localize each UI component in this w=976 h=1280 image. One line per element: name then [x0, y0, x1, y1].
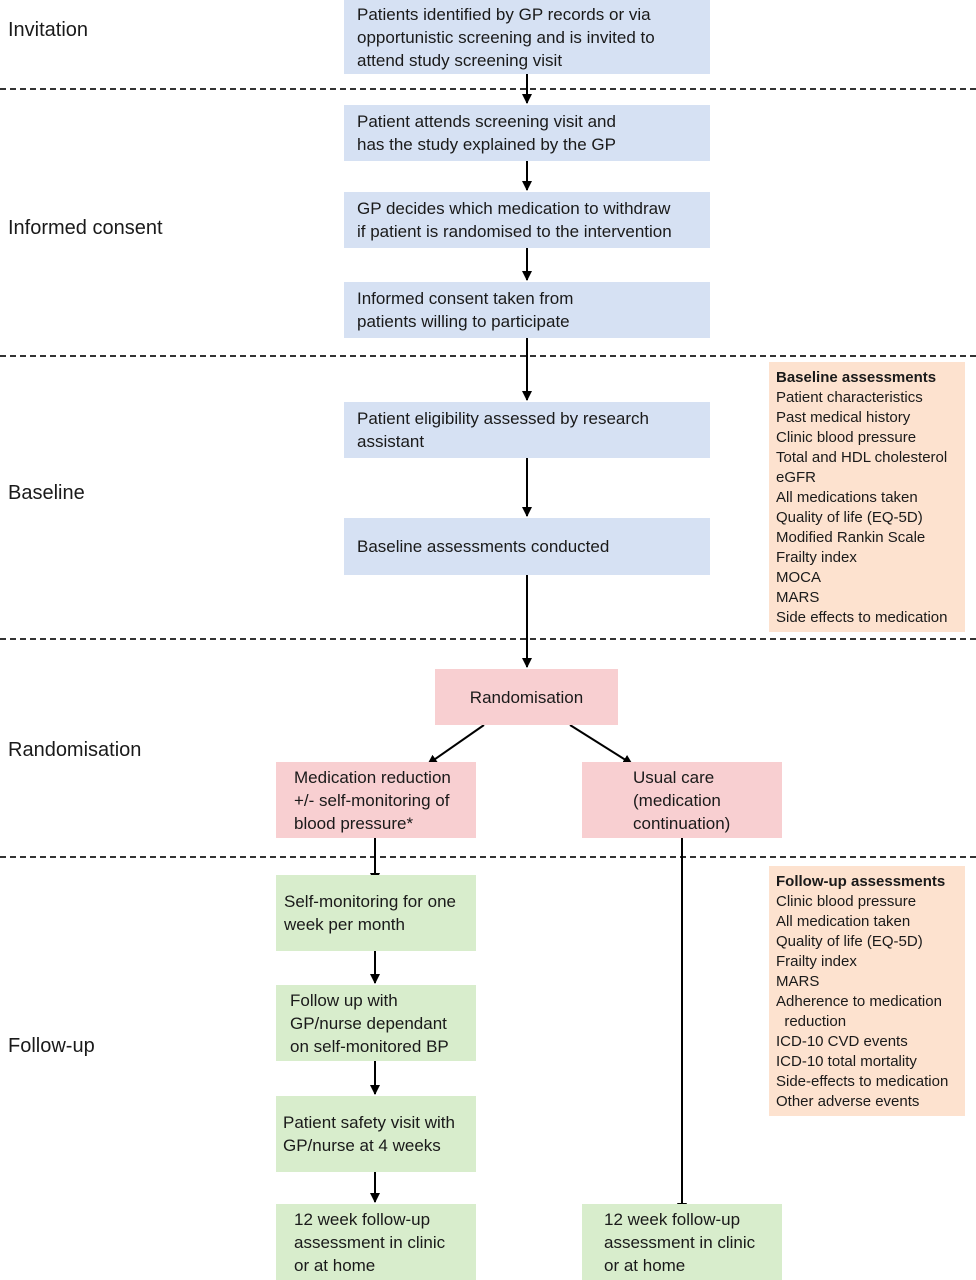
- baseline-assessment-item: Modified Rankin Scale: [776, 529, 926, 546]
- box-safety-visit: Patient safety visit with GP/nurse at 4 …: [276, 1096, 476, 1172]
- baseline-assessment-item: Clinic blood pressure: [776, 429, 917, 446]
- stage-label-informed-consent: Informed consent: [8, 217, 163, 239]
- box-randomisation: Randomisation: [435, 669, 618, 725]
- arrow: [569, 724, 633, 765]
- baseline-assessment-item: Quality of life (EQ-5D): [776, 509, 923, 526]
- box-baseline-conducted-text: Baseline assessments conducted: [357, 537, 610, 556]
- box-screening-visit: Patient attends screening visit and has …: [344, 105, 710, 161]
- box-consent-taken-text: Informed consent taken from patients wil…: [357, 289, 574, 331]
- box-12-week-left: 12 week follow-up assessment in clinic o…: [276, 1204, 476, 1280]
- baseline-assessment-item: Total and HDL cholesterol: [776, 449, 948, 466]
- box-safety-visit-text: Patient safety visit with GP/nurse at 4 …: [283, 1113, 455, 1155]
- stage-label-randomisation: Randomisation: [8, 739, 142, 761]
- stage-label-baseline: Baseline: [8, 482, 85, 504]
- stage-label-invitation: Invitation: [8, 19, 89, 41]
- arrow: [427, 724, 485, 765]
- box-eligibility: Patient eligibility assessed by research…: [344, 402, 710, 458]
- box-gp-decides-text: GP decides which medication to withdraw …: [357, 199, 672, 241]
- followup-assessments-panel: Follow-up assessments Clinic blood press…: [769, 866, 965, 1116]
- followup-assessment-item: Clinic blood pressure: [776, 893, 917, 910]
- followup-assessment-item: All medication taken: [776, 913, 911, 930]
- box-12-week-left-text: 12 week follow-up assessment in clinic o…: [294, 1209, 446, 1275]
- box-consent-taken: Informed consent taken from patients wil…: [344, 282, 710, 338]
- box-medication-reduction: Medication reduction +/- self-monitoring…: [276, 762, 476, 838]
- box-12-week-right-text: 12 week follow-up assessment in clinic o…: [604, 1209, 756, 1275]
- box-randomisation-text: Randomisation: [469, 687, 584, 707]
- followup-assessment-item: Side-effects to medication: [776, 1073, 949, 1090]
- box-baseline-conducted: Baseline assessments conducted: [344, 518, 710, 575]
- box-usual-care-text: Usual care (medication continuation): [633, 767, 731, 833]
- baseline-assessments-title: Baseline assessments: [776, 369, 937, 386]
- baseline-assessments-panel: Baseline assessments Patient characteris…: [769, 362, 965, 632]
- stage-divider: [0, 856, 976, 858]
- box-invitation-text: Patients identified by GP records or via…: [357, 4, 655, 70]
- box-invitation: Patients identified by GP records or via…: [344, 0, 710, 74]
- followup-assessment-item: Adherence to medication: [776, 993, 942, 1010]
- box-gp-decides: GP decides which medication to withdraw …: [344, 192, 710, 248]
- box-usual-care: Usual care (medication continuation): [582, 762, 782, 838]
- followup-assessment-item: reduction: [776, 1013, 847, 1030]
- followup-assessment-item: Other adverse events: [776, 1093, 920, 1110]
- box-follow-up-gp-text: Follow up with GP/nurse dependant on sel…: [290, 990, 449, 1056]
- baseline-assessment-item: Past medical history: [776, 409, 911, 426]
- baseline-assessment-item: All medications taken: [776, 489, 918, 506]
- box-self-monitoring-text: Self-monitoring for one week per month: [284, 892, 456, 934]
- box-medication-reduction-text: Medication reduction +/- self-monitoring…: [294, 767, 451, 833]
- box-follow-up-gp: Follow up with GP/nurse dependant on sel…: [276, 985, 476, 1061]
- baseline-assessment-item: MARS: [776, 589, 820, 606]
- followup-assessment-item: Frailty index: [776, 953, 857, 970]
- box-12-week-right: 12 week follow-up assessment in clinic o…: [582, 1204, 782, 1280]
- baseline-assessment-item: Frailty index: [776, 549, 857, 566]
- baseline-assessment-item: Patient characteristics: [776, 389, 923, 406]
- followup-assessments-title: Follow-up assessments: [776, 873, 946, 890]
- box-self-monitoring: Self-monitoring for one week per month: [276, 875, 476, 951]
- box-eligibility-text: Patient eligibility assessed by research…: [357, 409, 649, 451]
- box-screening-visit-text: Patient attends screening visit and has …: [357, 112, 616, 154]
- followup-assessment-item: ICD-10 total mortality: [776, 1053, 917, 1070]
- stage-label-follow-up: Follow-up: [8, 1035, 95, 1057]
- stage-divider: [0, 355, 976, 357]
- stage-divider: [0, 638, 976, 640]
- followup-assessment-item: MARS: [776, 973, 820, 990]
- stage-divider: [0, 88, 976, 90]
- baseline-assessment-item: Side effects to medication: [776, 609, 948, 626]
- followup-assessment-item: Quality of life (EQ-5D): [776, 933, 923, 950]
- baseline-assessment-item: MOCA: [776, 569, 821, 586]
- followup-assessment-item: ICD-10 CVD events: [776, 1033, 908, 1050]
- baseline-assessment-item: eGFR: [776, 469, 817, 486]
